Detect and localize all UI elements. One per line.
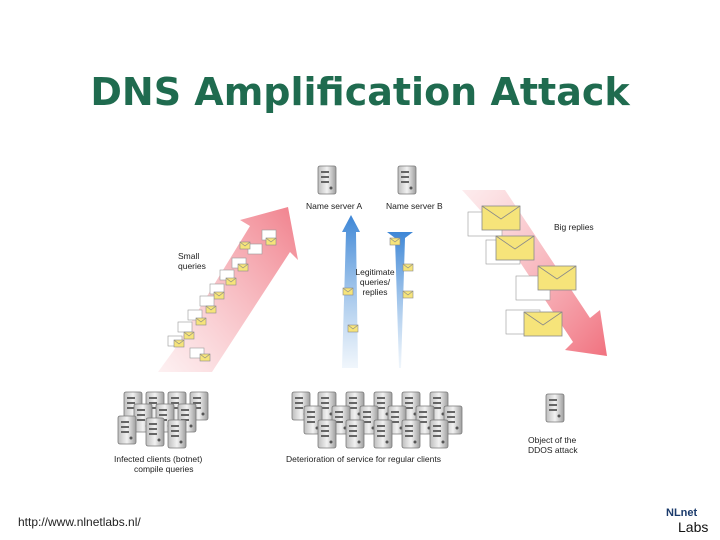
big-reply-envelopes bbox=[467, 205, 577, 337]
big-replies-arrow bbox=[462, 190, 607, 356]
regular-client-servers bbox=[291, 391, 463, 449]
slide-title: DNS Amplification Attack bbox=[90, 70, 630, 114]
footer-url-link[interactable]: http://www.nlnetlabs.nl/ bbox=[18, 515, 141, 529]
botnet-servers bbox=[117, 391, 209, 449]
legitimate-replies-arrow bbox=[387, 232, 413, 368]
ddos-target-server-icon bbox=[545, 393, 565, 423]
name-server-b-label: Name server B bbox=[386, 201, 443, 211]
small-queries-arrow bbox=[158, 207, 298, 372]
name-server-a-icon bbox=[317, 165, 337, 195]
nlnetlabs-logo: NLnet Labs bbox=[666, 507, 709, 535]
botnet-label: Infected clients (botnet)compile queries bbox=[114, 454, 203, 474]
big-replies-label: Big replies bbox=[554, 222, 594, 232]
name-server-b-icon bbox=[397, 165, 417, 195]
name-server-a-label: Name server A bbox=[306, 201, 363, 211]
regular-clients-label: Deterioration of service for regular cli… bbox=[286, 454, 441, 464]
